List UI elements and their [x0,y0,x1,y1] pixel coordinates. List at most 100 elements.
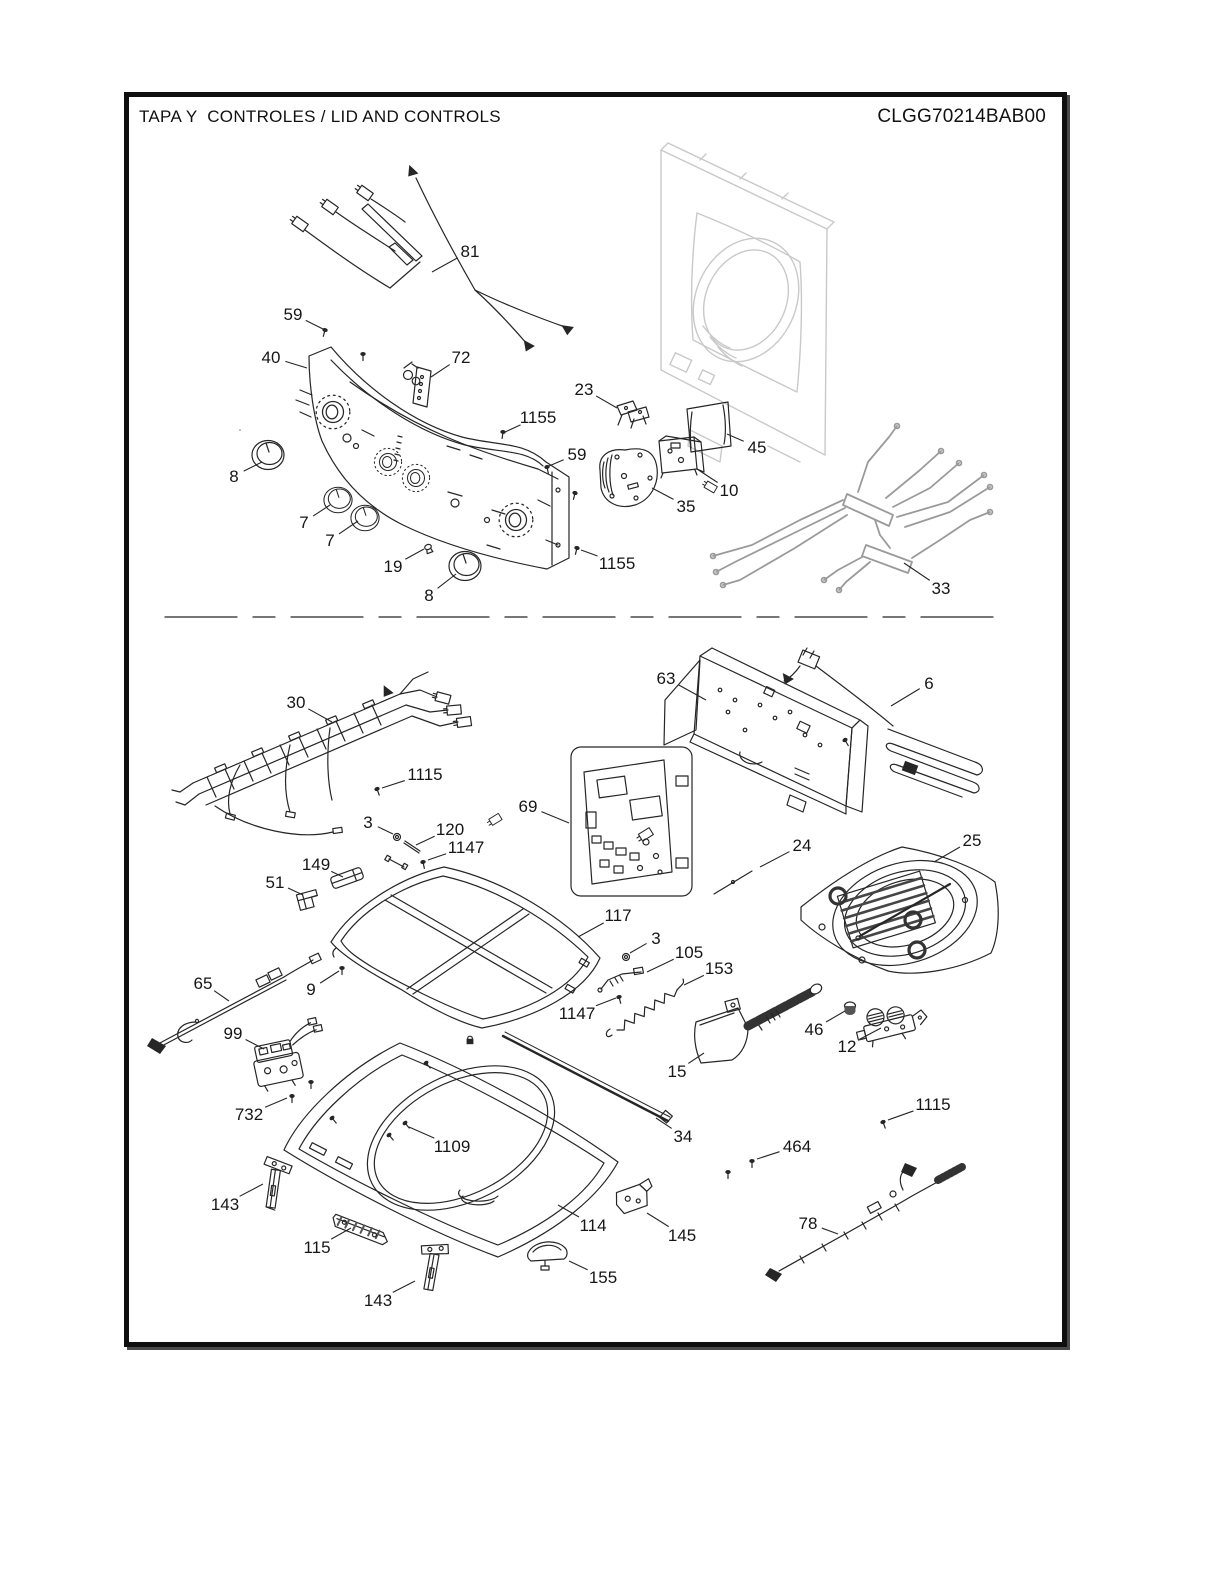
control-board-69 [570,746,693,897]
control-knobs [251,439,482,582]
part-callout-30-19: 30 [287,693,333,723]
part-callout-153-32: 153 [683,959,733,986]
part-number-label: 46 [805,1020,824,1039]
part-number-label: 35 [677,497,696,516]
leader-line [377,826,394,835]
part-callout-1115-20: 1115 [381,765,443,789]
leader-line [437,573,457,589]
part-callout-59-7: 59 [548,445,586,467]
part-callout-9-34: 9 [306,970,340,999]
leader-line [243,461,263,472]
shield-plate-45 [686,401,732,453]
part-number-label: 1155 [520,408,557,427]
part-number-label: 6 [924,674,933,693]
part-callout-3-30: 3 [629,929,661,954]
burner-assembly-25 [800,846,999,974]
part-number-label: 8 [229,467,238,486]
part-number-label: 8 [424,586,433,605]
part-number-label: 45 [748,438,767,457]
part-number-label: 10 [720,481,739,500]
part-callout-105-31: 105 [646,943,703,973]
part-number-label: 143 [211,1195,239,1214]
part-number-label: 25 [963,831,982,850]
part-number-label: 12 [838,1037,857,1056]
part-callout-145-47: 145 [646,1212,696,1245]
leader-line [825,1010,846,1023]
part-callout-81-0: 81 [431,242,480,273]
part-callout-33-16: 33 [903,562,950,598]
part-number-label: 15 [668,1062,687,1081]
part-callout-7-11: 7 [299,504,331,532]
part-number-label: 81 [461,242,480,261]
dryer-front-watermark [660,142,835,463]
part-callout-65-33: 65 [194,974,230,1002]
leader-line [683,974,705,986]
leader-line [415,835,435,846]
heating-element-6 [701,479,983,798]
wire-harness-30 [171,429,473,836]
part-number-label: 9 [306,980,315,999]
leader-line [338,520,359,535]
part-number-label: 34 [674,1127,693,1146]
part-callout-19-13: 19 [384,548,425,576]
leader-line [887,1110,914,1121]
leader-line [319,970,340,984]
leader-line [305,319,326,331]
part-callout-1155-5: 1155 [504,408,557,433]
leader-line [405,548,425,560]
part-callout-78-48: 78 [799,1214,839,1235]
leader-line [430,364,450,378]
spring-153-link-105 [597,952,685,1038]
hinge-115 [332,1213,388,1246]
cap-155 [527,1241,568,1271]
part-number-label: 117 [604,906,631,925]
part-number-label: 7 [299,513,308,532]
part-callout-63-17: 63 [657,669,707,701]
bracket-145 [615,1178,653,1215]
small-parts-149-51-3-120 [295,785,428,911]
part-number-label: 51 [266,873,285,892]
leader-line [504,424,521,433]
part-callout-3-22: 3 [363,813,394,835]
part-callout-35-9: 35 [651,487,696,516]
page-title: TAPA Y CONTROLES / LID AND CONTROLS [139,107,501,126]
part-number-label: 3 [651,929,660,948]
part-callout-72-3: 72 [430,348,470,378]
part-number-label: 23 [575,380,594,399]
part-callout-117-29: 117 [577,906,632,938]
part-number-label: 40 [262,348,281,367]
leader-line [392,1280,416,1293]
part-callout-143-51: 143 [364,1280,416,1310]
part-callout-143-45: 143 [211,1183,264,1214]
part-callout-8-10: 8 [229,461,263,486]
leader-line [427,853,447,861]
part-callout-34-42: 34 [655,1117,693,1146]
gasket-35 [599,448,658,508]
leader-line [651,487,674,500]
timer-10 [658,435,705,479]
part-number-label: 149 [302,855,330,874]
leader-line [821,1227,839,1235]
leader-line [688,1052,705,1064]
part-callout-10-8: 10 [696,468,739,500]
leader-line [239,1183,264,1197]
part-callout-69-21: 69 [519,797,570,824]
part-number-label: 59 [284,305,303,324]
part-number-label: 63 [657,669,676,688]
part-callout-155-50: 155 [568,1260,617,1287]
leader-line [568,1260,588,1271]
part-number-label: 3 [363,813,372,832]
part-callout-1147-24: 1147 [427,838,484,861]
part-number-label: 1115 [407,765,442,784]
leader-line [859,1027,882,1040]
leader-line [595,395,618,409]
part-number-label: 65 [194,974,213,993]
leader-line [213,990,230,1002]
leader-line [595,997,617,1007]
bracket-143-lower [420,1243,449,1292]
leader-line [312,504,331,517]
leader-line [557,1204,580,1218]
part-callout-25-27: 25 [933,831,982,863]
